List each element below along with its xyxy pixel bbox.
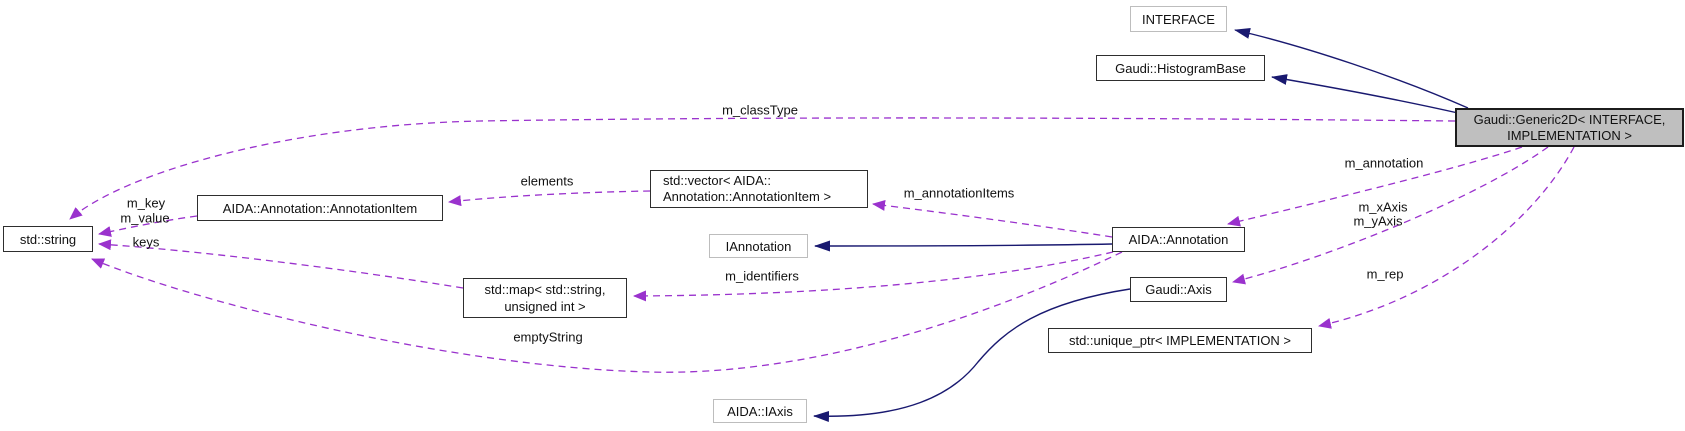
class-node-label: AIDA::IAxis: [727, 403, 793, 419]
edge-m-key-m-value: [98, 215, 198, 237]
edge-keys: [98, 239, 464, 289]
edge-label-m-identifiers: m_identifiers: [725, 268, 799, 284]
edge-m-identifiers: [633, 251, 1114, 302]
class-node-label-line2: unsigned int >: [504, 299, 586, 314]
class-node-gaudi-histogrambase[interactable]: Gaudi::HistogramBase: [1096, 55, 1265, 81]
edge-label-m-yaxis: m_yAxis: [1353, 213, 1403, 229]
edge-label-m-annotationitems: m_annotationItems: [903, 185, 1015, 201]
edge-label-m-classtype: m_classType: [722, 102, 798, 118]
class-node-std-unique-ptr[interactable]: std::unique_ptr< IMPLEMENTATION >: [1048, 328, 1312, 353]
edge-emptystring: [91, 251, 1123, 373]
class-node-label: AIDA::Annotation: [1128, 232, 1229, 247]
class-node-label: AIDA::Annotation::AnnotationItem: [222, 200, 418, 216]
class-node-iannotation: IAnnotation: [709, 234, 808, 258]
class-node-std-string[interactable]: std::string: [3, 226, 93, 252]
class-node-aida-iaxis: AIDA::IAxis: [713, 399, 807, 423]
edge-label-m-xaxis: m_xAxis: [1358, 199, 1408, 215]
class-node-label-line2: Annotation::AnnotationItem >: [663, 189, 832, 204]
edge-label-keys: keys: [132, 234, 160, 250]
edge-label-m-annotation: m_annotation: [1344, 155, 1424, 171]
edge-inherit-histogrambase: [1271, 74, 1459, 114]
edge-inherit-iannotation: [814, 240, 1113, 252]
edge-label-m-value: m_value: [120, 210, 170, 226]
class-node-label: std::unique_ptr< IMPLEMENTATION >: [1068, 333, 1292, 348]
edge-m-annotation: [1227, 146, 1523, 227]
class-node-gaudi-axis[interactable]: Gaudi::Axis: [1130, 277, 1227, 302]
class-node-label: IAnnotation: [725, 238, 792, 254]
edge-m-annotationitems: [872, 200, 1113, 238]
edge-inherit-iaxis: [813, 288, 1131, 422]
edge-label-elements: elements: [520, 173, 574, 189]
class-node-label-line1: std::map< std::string,: [484, 282, 606, 297]
class-node-label: Gaudi::HistogramBase: [1115, 60, 1246, 76]
edge-m-xaxis-m-yaxis: [1232, 146, 1549, 285]
class-node-std-map[interactable]: std::map< std::string, unsigned int >: [463, 278, 627, 318]
edge-m-classtype: [69, 117, 1456, 220]
class-node-label: INTERFACE: [1142, 11, 1215, 27]
class-node-aida-annotation[interactable]: AIDA::Annotation: [1112, 227, 1245, 252]
class-node-aida-annotationitem[interactable]: AIDA::Annotation::AnnotationItem: [197, 195, 443, 221]
edge-elements: [448, 190, 651, 207]
edge-label-emptystring: emptyString: [513, 329, 583, 345]
class-node-interface: INTERFACE: [1130, 6, 1227, 32]
class-node-label-line2: IMPLEMENTATION >: [1507, 127, 1632, 143]
class-node-label-line1: Gaudi::Generic2D< INTERFACE,: [1473, 111, 1666, 127]
edge-m-rep: [1318, 146, 1575, 329]
class-node-gaudi-generic2d: Gaudi::Generic2D< INTERFACE, IMPLEMENTAT…: [1455, 108, 1684, 147]
edge-label-m-key: m_key: [126, 195, 166, 211]
edge-inherit-interface: [1234, 27, 1469, 109]
class-node-label-line1: std::vector< AIDA::: [663, 173, 772, 188]
class-node-std-vector[interactable]: std::vector< AIDA:: Annotation::Annotati…: [650, 170, 868, 208]
class-node-label: std::string: [19, 231, 77, 247]
edge-label-m-rep: m_rep: [1366, 266, 1404, 282]
class-node-label: Gaudi::Axis: [1145, 282, 1212, 297]
